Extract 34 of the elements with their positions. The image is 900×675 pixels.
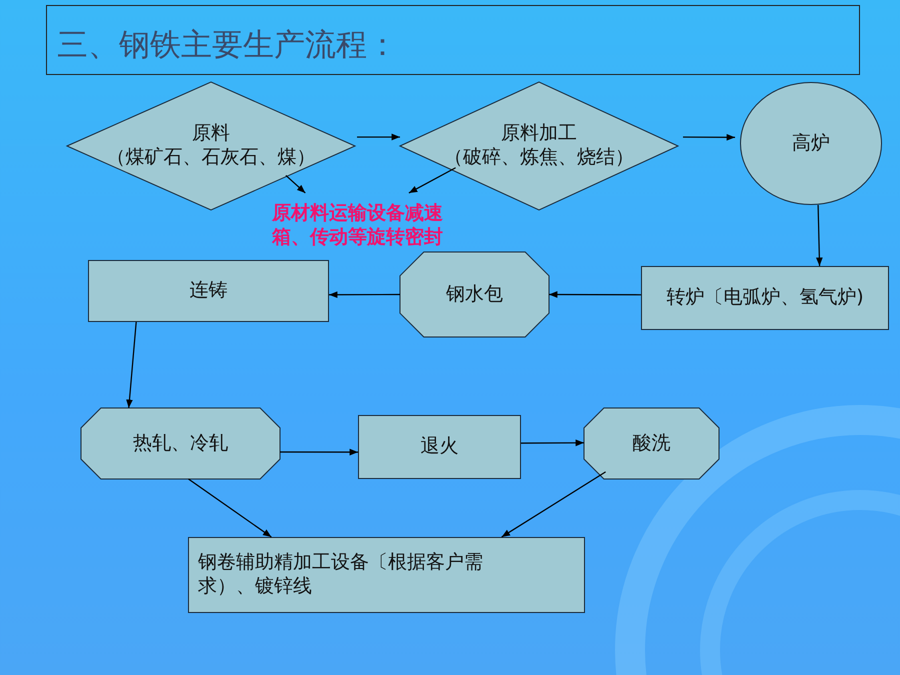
- arrow: [126, 322, 137, 408]
- process-octagon: [400, 252, 549, 337]
- arrow: [329, 291, 400, 298]
- node-label: 钢水包: [446, 282, 503, 306]
- process-octagon: [81, 408, 280, 479]
- arrow: [683, 134, 736, 141]
- process-box: [88, 260, 329, 322]
- arrow: [408, 167, 456, 194]
- arrow: [816, 204, 823, 266]
- node-label: 钢卷辅助精加工设备〔根据客户需求）、镀锌线: [198, 551, 484, 599]
- node-label: （煤矿石、石灰石、煤）: [106, 146, 316, 170]
- node-label: 热轧、冷轧: [133, 432, 228, 456]
- node-label: 酸洗: [632, 432, 670, 456]
- node-label: （破碎、炼焦、烧结）: [444, 146, 634, 170]
- process-octagon: [584, 408, 719, 479]
- arrow: [501, 471, 606, 538]
- title-box: 三、钢铁主要生产流程：: [46, 5, 860, 75]
- arrow: [521, 439, 584, 446]
- node-label: 原料: [192, 122, 230, 146]
- process-box: [358, 415, 521, 479]
- node-label: 退火: [420, 435, 458, 459]
- node-label: 连铸: [190, 279, 228, 303]
- node-label: 原料加工: [501, 122, 577, 146]
- node-label: 转炉〔电弧炉、氢气炉): [666, 286, 864, 310]
- node-label: 高炉: [792, 132, 830, 156]
- arrow: [280, 448, 358, 456]
- process-box: [188, 537, 585, 613]
- arrow: [188, 478, 272, 538]
- arrow: [357, 134, 400, 140]
- arrow: [285, 175, 306, 194]
- process-ellipse: [740, 82, 882, 205]
- process-box: [641, 266, 889, 330]
- node-label: 原材料运输设备减速箱、传动等旋转密封: [272, 202, 444, 250]
- arrow: [549, 291, 641, 298]
